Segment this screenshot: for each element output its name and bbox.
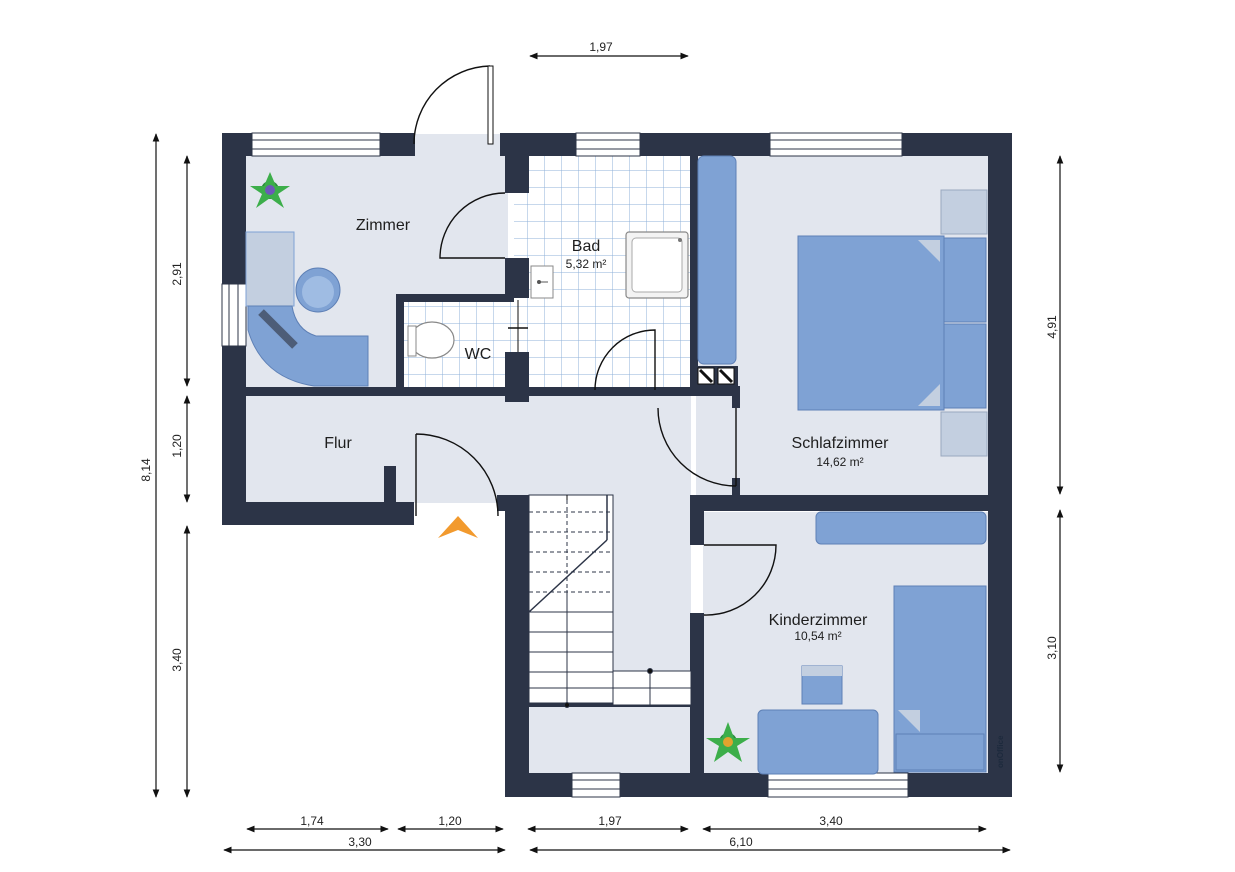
wardrobe-schlaf [697, 155, 737, 365]
wall-zimmer-wc [396, 296, 404, 389]
wall-wc-right-lower [505, 352, 529, 402]
door-entrance [415, 433, 499, 517]
window-zimmer-left [221, 283, 247, 347]
room-name-flur: Flur [324, 435, 352, 452]
room-name-kinderzimmer: Kinderzimmer [769, 612, 868, 629]
dim-bottom-2: 1,20 [438, 814, 462, 828]
wall-schlaf-stub [732, 478, 740, 500]
wall-kinder-left-bottom [690, 613, 704, 797]
dimension-lines [152, 52, 1064, 854]
floor-flur [246, 395, 691, 503]
wall-stair-landing [527, 703, 691, 707]
wall-bad-schlaf [690, 154, 698, 396]
dim-left-1: 2,91 [170, 262, 184, 286]
room-name-bad: Bad [572, 238, 600, 255]
staircase [528, 494, 692, 708]
wall-bottom-left-stub [384, 466, 396, 506]
shelf-zimmer [245, 231, 295, 307]
dim-bottom-total-left: 3,30 [348, 835, 372, 849]
window-bad-top [575, 132, 641, 157]
wall-stair-left-top [497, 495, 529, 511]
wall-stair-left [505, 495, 529, 797]
toilet-wc [409, 321, 455, 359]
window-schlaf-top [769, 132, 903, 157]
wall-schlaf-kinder [690, 495, 1012, 511]
wall-schlaf-door-stub [732, 386, 740, 408]
door-kinderzimmer [703, 544, 777, 616]
dim-bottom-3: 1,97 [598, 814, 622, 828]
pillow-1 [943, 237, 987, 323]
bed-double [797, 235, 945, 411]
logo: onOffice [996, 735, 1005, 768]
wall-bottom-left [222, 502, 414, 525]
pillow-2 [943, 323, 987, 409]
dim-right-2: 3,10 [1045, 636, 1059, 660]
floor-doorway-top [414, 134, 500, 156]
dim-right-1: 4,91 [1045, 315, 1059, 339]
wall-zimmer-flur [246, 387, 510, 396]
room-labels: Zimmer Bad 5,32 m² WC Flur Schlafzimmer … [324, 217, 889, 643]
plant-zimmer-icon [250, 172, 290, 208]
wall-wc-top [396, 294, 514, 302]
entrance-arrow-icon [438, 516, 478, 538]
dim-bottom-1: 1,74 [300, 814, 324, 828]
window-zimmer-top [251, 132, 381, 157]
room-name-wc: WC [465, 346, 492, 363]
window-kinder-bottom [767, 772, 909, 798]
furniture-kinderzimmer [706, 511, 987, 775]
wall-right [988, 133, 1012, 797]
logo-text: onOffice [996, 735, 1005, 768]
desk-kinder [757, 709, 879, 775]
plant-kinder-icon [706, 722, 750, 762]
furniture-zimmer [245, 172, 369, 387]
room-name-schlafzimmer: Schlafzimmer [792, 435, 890, 452]
furniture-bad [407, 231, 689, 359]
nightstand-top [940, 189, 988, 235]
dim-top: 1,97 [589, 40, 613, 54]
dim-bottom-4: 3,40 [819, 814, 843, 828]
furniture-schlafzimmer [697, 155, 988, 457]
windows [221, 132, 909, 798]
door-bad [439, 192, 506, 259]
room-area-bad: 5,32 m² [566, 257, 607, 271]
dim-left-total: 8,14 [139, 458, 153, 482]
door-exterior-top [413, 65, 491, 145]
wall-kinder-left-top [690, 495, 704, 545]
dim-left-2: 1,20 [170, 434, 184, 458]
window-stair-bottom [571, 772, 621, 798]
dim-bottom-total-right: 6,10 [729, 835, 753, 849]
door-wc [594, 329, 656, 391]
wall-zimmer-bad-upper [505, 133, 529, 193]
room-area-kinderzimmer: 10,54 m² [794, 629, 841, 643]
room-area-schlafzimmer: 14,62 m² [816, 455, 863, 469]
shelf-kinder [815, 511, 987, 545]
room-name-zimmer: Zimmer [356, 217, 411, 234]
dimension-labels: 1,97 8,14 2,91 1,20 3,40 4,91 3,10 1,74 … [139, 40, 1059, 849]
doors [413, 65, 777, 616]
wall-zimmer-bad-mid [505, 258, 529, 298]
nightstand-bottom [940, 411, 988, 457]
wall-bad-flur [505, 387, 695, 396]
dim-left-3: 3,40 [170, 648, 184, 672]
door-schlafzimmer [657, 407, 737, 487]
